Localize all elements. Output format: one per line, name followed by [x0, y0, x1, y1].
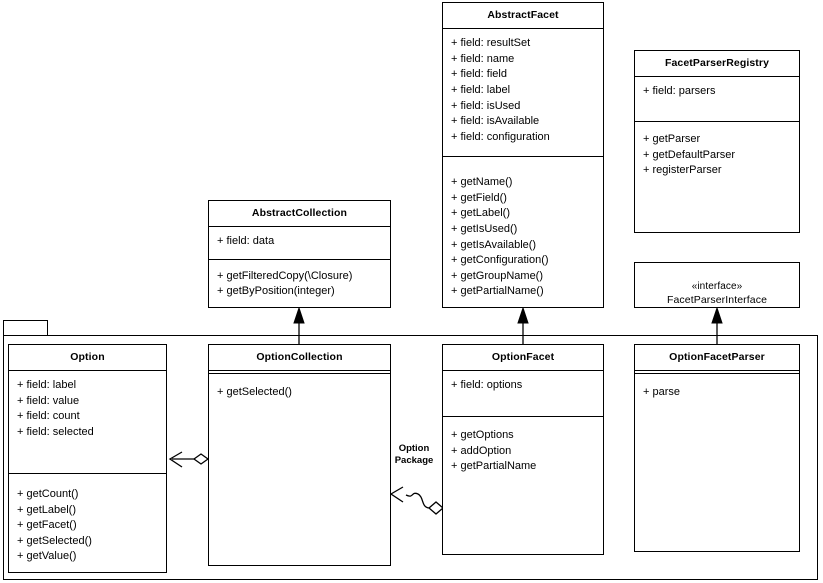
attribute-row: + field: label: [451, 83, 511, 96]
method-row: + getByPosition(integer): [217, 285, 335, 298]
method-row: + getValue(): [17, 550, 77, 563]
association-label-line2: Package: [394, 454, 434, 466]
class-box-option[interactable]: Option + field: label + field: value + f…: [8, 344, 167, 573]
class-name-abstract-facet: AbstractFacet: [443, 3, 603, 30]
method-row: + getField(): [451, 191, 507, 204]
package-tab: [3, 320, 48, 336]
class-box-facet-parser-interface[interactable]: «interface» FacetParserInterface: [634, 262, 800, 308]
methods-compartment-abstract-collection: + getFilteredCopy(\Closure) + getByPosit…: [209, 260, 390, 307]
interface-name-block: «interface» FacetParserInterface: [635, 263, 799, 313]
methods-compartment-option-facet-parser: + parse: [635, 374, 799, 551]
attributes-compartment-option-facet-parser: [635, 371, 799, 375]
attribute-row: + field: value: [17, 394, 80, 407]
methods-compartment-facet-parser-registry: + getParser + getDefaultParser + registe…: [635, 122, 799, 232]
package-frame: [3, 335, 818, 580]
methods-compartment-abstract-facet: + getName() + getField() + getLabel() + …: [443, 157, 603, 307]
class-name-option: Option: [9, 345, 166, 372]
attributes-compartment-abstract-facet: + field: resultSet + field: name + field…: [443, 29, 603, 158]
method-row: + getLabel(): [451, 207, 511, 220]
interface-name: FacetParserInterface: [666, 293, 768, 306]
method-row: + getDefaultParser: [643, 148, 736, 161]
method-row: + getCount(): [17, 487, 79, 500]
method-row: + getPartialName: [451, 460, 537, 473]
method-row: + getParser: [643, 133, 701, 146]
method-row: + getConfiguration(): [451, 254, 549, 267]
class-box-option-facet[interactable]: OptionFacet + field: options + getOption…: [442, 344, 604, 555]
class-box-option-facet-parser[interactable]: OptionFacetParser + parse: [634, 344, 800, 552]
attribute-row: + field: resultSet: [451, 37, 531, 50]
class-name-option-facet-parser: OptionFacetParser: [635, 345, 799, 372]
attributes-compartment-option-collection: [209, 371, 390, 375]
method-row: + getFacet(): [17, 519, 77, 532]
method-row: + getSelected(): [17, 534, 92, 547]
attribute-row: + field: field: [451, 68, 507, 81]
attribute-row: + field: configuration: [451, 130, 550, 143]
method-row: + parse: [643, 386, 680, 399]
association-label-line1: Option: [398, 443, 430, 454]
attribute-row: + field: parsers: [643, 85, 716, 98]
attribute-row: + field: options: [451, 379, 523, 392]
attributes-compartment-option-facet: + field: options: [443, 371, 603, 418]
class-box-facet-parser-registry[interactable]: FacetParserRegistry + field: parsers + g…: [634, 50, 800, 233]
attribute-row: + field: isAvailable: [451, 115, 540, 128]
method-row: + getFilteredCopy(\Closure): [217, 269, 353, 282]
method-row: + getOptions: [451, 429, 514, 442]
interface-stereotype: «interface»: [691, 281, 743, 292]
method-row: + addOption: [451, 444, 512, 457]
attribute-row: + field: selected: [17, 425, 94, 438]
methods-compartment-option: + getCount() + getLabel() + getFacet() +…: [9, 474, 166, 572]
class-box-abstract-facet[interactable]: AbstractFacet + field: resultSet + field…: [442, 2, 604, 308]
class-name-facet-parser-registry: FacetParserRegistry: [635, 51, 799, 78]
methods-compartment-option-facet: + getOptions + addOption + getPartialNam…: [443, 417, 603, 554]
attributes-compartment-option: + field: label + field: value + field: c…: [9, 371, 166, 474]
method-row: + getSelected(): [217, 386, 292, 399]
class-box-abstract-collection[interactable]: AbstractCollection + field: data + getFi…: [208, 200, 391, 308]
class-box-option-collection[interactable]: OptionCollection + getSelected(): [208, 344, 391, 566]
attribute-row: + field: data: [217, 235, 275, 248]
attributes-compartment-abstract-collection: + field: data: [209, 227, 390, 260]
class-name-abstract-collection: AbstractCollection: [209, 201, 390, 228]
methods-compartment-option-collection: + getSelected(): [209, 374, 390, 565]
attribute-row: + field: name: [451, 52, 515, 65]
method-row: + getName(): [451, 176, 513, 189]
attribute-row: + field: count: [17, 410, 80, 423]
attributes-compartment-facet-parser-registry: + field: parsers: [635, 77, 799, 123]
method-row: + getIsAvailable(): [451, 238, 537, 251]
class-name-option-facet: OptionFacet: [443, 345, 603, 372]
method-row: + getIsUsed(): [451, 222, 518, 235]
method-row: + getLabel(): [17, 503, 77, 516]
method-row: + registerParser: [643, 164, 722, 177]
association-label-option-package: Option Package: [388, 443, 440, 466]
attribute-row: + field: label: [17, 379, 77, 392]
method-row: + getGroupName(): [451, 269, 544, 282]
class-name-option-collection: OptionCollection: [209, 345, 390, 372]
method-row: + getPartialName(): [451, 285, 544, 298]
attribute-row: + field: isUsed: [451, 99, 521, 112]
